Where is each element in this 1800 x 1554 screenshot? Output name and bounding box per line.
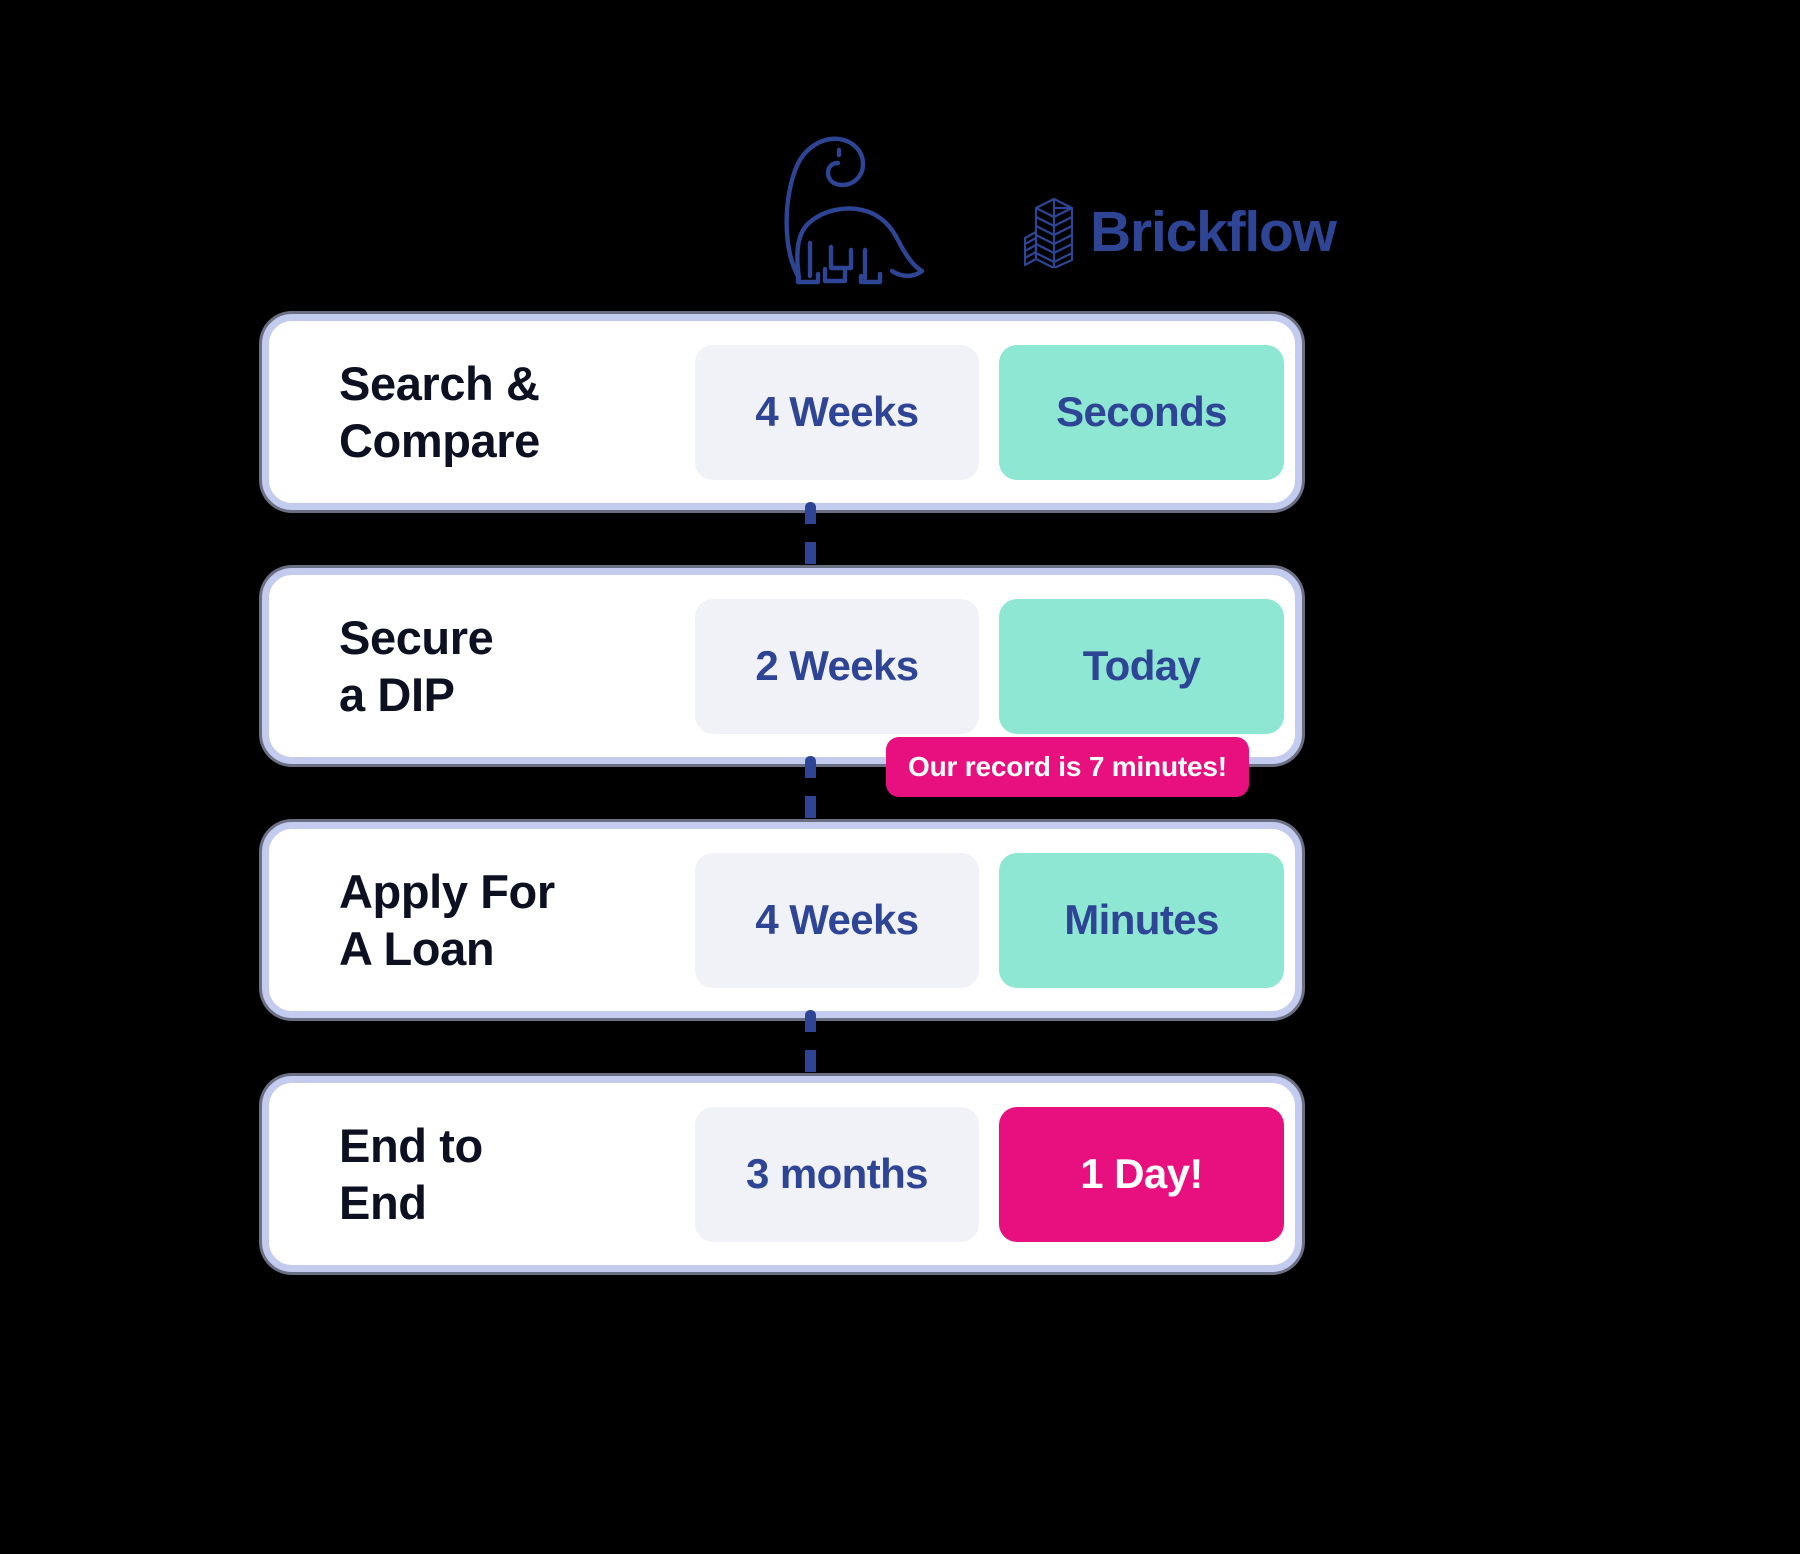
brand-logo: Brickflow <box>1022 196 1337 268</box>
brand-name: Brickflow <box>1090 199 1337 264</box>
row-block: Search & Compare 4 Weeks Seconds <box>262 314 1302 510</box>
after-duration-pill: 1 Day! <box>999 1106 1284 1242</box>
before-duration-pill: 4 Weeks <box>695 852 979 988</box>
header: Brickflow <box>0 118 1800 293</box>
before-duration-pill: 3 months <box>695 1106 979 1242</box>
row-label: Apply For A Loan <box>339 864 555 975</box>
row-connector <box>262 1010 1302 1084</box>
comparison-row-card[interactable]: End to End 3 months 1 Day! <box>262 1076 1302 1272</box>
row-block: End to End 3 months 1 Day! <box>262 1076 1302 1272</box>
brontosaurus-icon <box>762 128 930 288</box>
comparison-row-card[interactable]: Apply For A Loan 4 Weeks Minutes <box>262 822 1302 1018</box>
record-badge: Our record is 7 minutes! <box>886 737 1249 797</box>
comparison-list: Search & Compare 4 Weeks Seconds Secure … <box>262 314 1302 1272</box>
dashed-line <box>805 1010 816 1084</box>
row-label: Search & Compare <box>339 356 540 467</box>
after-duration-pill: Today <box>999 598 1284 734</box>
dashed-line <box>805 756 816 830</box>
before-duration-pill: 4 Weeks <box>695 344 979 480</box>
row-block: Secure a DIP 2 Weeks Today Our record is… <box>262 568 1302 797</box>
after-duration-pill: Seconds <box>999 344 1284 480</box>
row-connector <box>262 502 1302 576</box>
after-duration-pill: Minutes <box>999 852 1284 988</box>
comparison-row-card[interactable]: Secure a DIP 2 Weeks Today <box>262 568 1302 764</box>
row-label: Secure a DIP <box>339 610 494 721</box>
dashed-line <box>805 502 816 576</box>
row-connector <box>262 756 1302 830</box>
brickflow-bricks-icon <box>1023 197 1074 268</box>
before-duration-pill: 2 Weeks <box>695 598 979 734</box>
row-block: Apply For A Loan 4 Weeks Minutes <box>262 822 1302 1018</box>
comparison-row-card[interactable]: Search & Compare 4 Weeks Seconds <box>262 314 1302 510</box>
row-label: End to End <box>339 1118 483 1229</box>
